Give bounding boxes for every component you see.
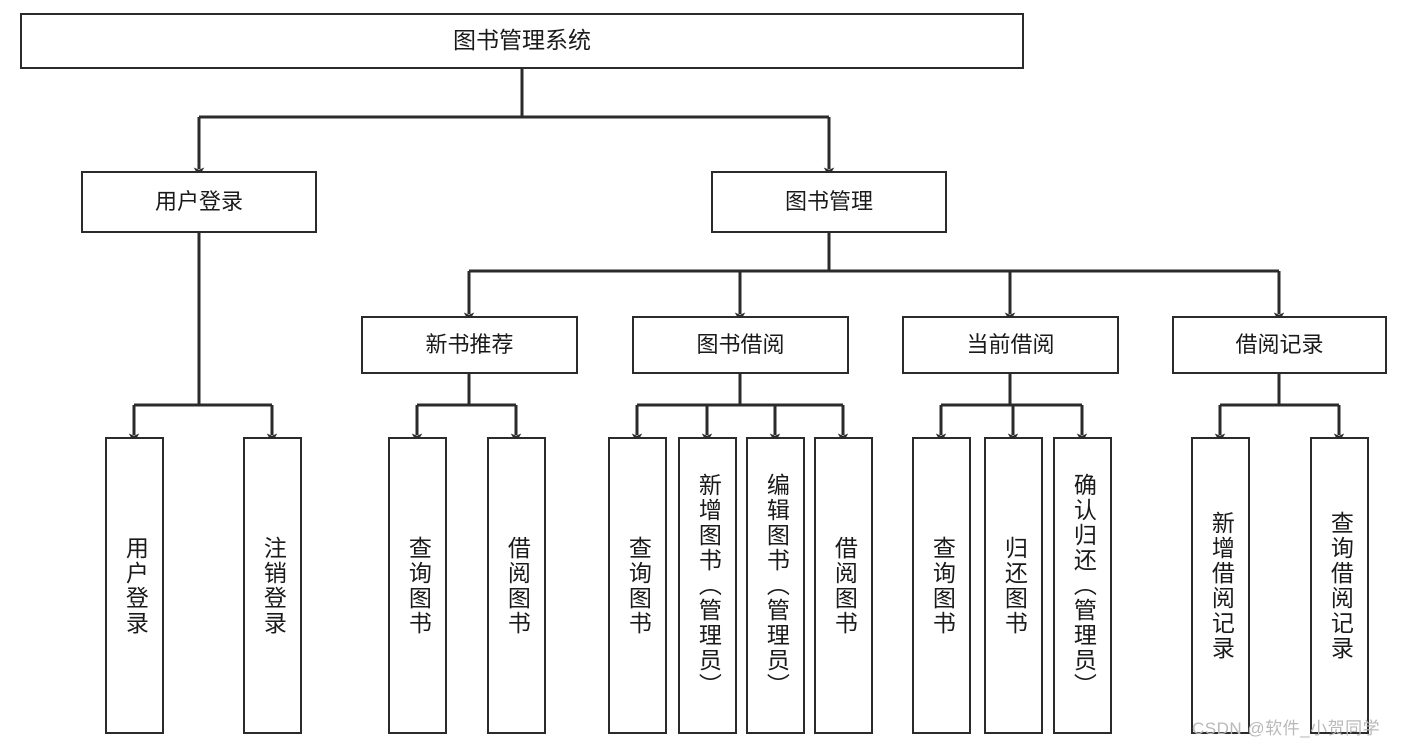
- leaf-label: 归还图书: [1001, 535, 1028, 636]
- leaf-query-book-borrow[interactable]: 查询图书: [608, 437, 667, 734]
- leaf-label: 确认归还（管理员）: [1070, 473, 1097, 698]
- leaf-label: 查询图书: [405, 535, 432, 636]
- leaf-label: 查询图书: [625, 535, 652, 636]
- node-root[interactable]: 图书管理系统: [20, 13, 1024, 69]
- leaf-query-borrow-record[interactable]: 查询借阅记录: [1310, 437, 1369, 734]
- watermark: CSDN @软件_小贺同学: [1192, 719, 1381, 738]
- node-book-borrow[interactable]: 图书借阅: [632, 316, 849, 374]
- leaf-label: 用户登录: [122, 535, 149, 636]
- leaf-return-book[interactable]: 归还图书: [984, 437, 1043, 734]
- node-borrow-record-label: 借阅记录: [1235, 331, 1324, 357]
- leaf-logout[interactable]: 注销登录: [243, 437, 302, 734]
- node-new-book-recommend[interactable]: 新书推荐: [361, 316, 578, 374]
- leaf-label: 编辑图书（管理员）: [763, 473, 790, 698]
- node-borrow-record[interactable]: 借阅记录: [1172, 316, 1387, 374]
- leaf-label: 注销登录: [260, 535, 287, 636]
- leaf-edit-book-admin[interactable]: 编辑图书（管理员）: [746, 437, 805, 734]
- leaf-label: 查询图书: [929, 535, 956, 636]
- leaf-label: 查询借阅记录: [1327, 510, 1354, 661]
- leaf-label: 借阅图书: [504, 535, 531, 636]
- node-current-borrow[interactable]: 当前借阅: [902, 316, 1119, 374]
- node-book-management[interactable]: 图书管理: [711, 171, 947, 233]
- node-book-borrow-label: 图书借阅: [696, 331, 785, 357]
- leaf-label: 借阅图书: [831, 535, 858, 636]
- leaf-label: 新增借阅记录: [1208, 510, 1235, 661]
- node-new-book-recommend-label: 新书推荐: [425, 331, 514, 357]
- leaf-borrow-book-rec[interactable]: 借阅图书: [487, 437, 546, 734]
- leaf-label: 新增图书（管理员）: [695, 473, 722, 698]
- leaf-confirm-return-admin[interactable]: 确认归还（管理员）: [1053, 437, 1112, 734]
- node-user-login[interactable]: 用户登录: [81, 171, 317, 233]
- node-user-login-label: 用户登录: [154, 188, 243, 214]
- leaf-user-login[interactable]: 用户登录: [105, 437, 164, 734]
- node-root-label: 图书管理系统: [453, 27, 591, 54]
- leaf-query-book-rec[interactable]: 查询图书: [388, 437, 447, 734]
- node-book-management-label: 图书管理: [784, 188, 873, 214]
- leaf-query-book-current[interactable]: 查询图书: [912, 437, 971, 734]
- leaf-add-book-admin[interactable]: 新增图书（管理员）: [678, 437, 737, 734]
- leaf-add-borrow-record[interactable]: 新增借阅记录: [1191, 437, 1250, 734]
- node-current-borrow-label: 当前借阅: [966, 331, 1055, 357]
- leaf-borrow-book[interactable]: 借阅图书: [814, 437, 873, 734]
